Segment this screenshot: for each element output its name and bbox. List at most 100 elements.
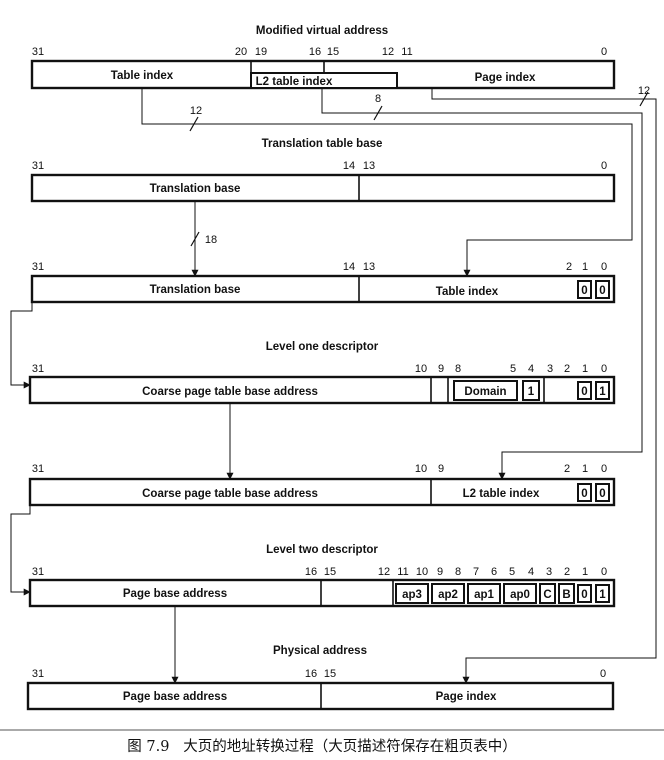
phys-bit-16: 16 [305, 668, 317, 680]
l2addr-bit0-value: 0 [599, 488, 605, 500]
l2desc-ap1-cell [467, 583, 501, 604]
l2addr-bit-9: 9 [438, 463, 444, 475]
l1desc-bit-31: 31 [32, 363, 44, 375]
l1addr-bit-1: 1 [582, 261, 588, 273]
l1desc-bit1-cell [577, 381, 592, 400]
l1desc-bit1-value: 0 [581, 386, 587, 398]
l2addr-bit-31: 31 [32, 463, 44, 475]
figure-caption: 图 7.9 大页的地址转换过程（大页描述符保存在粗页表中） [127, 738, 517, 755]
mva-bit-19: 19 [255, 46, 267, 58]
l2desc-bit-12: 12 [378, 566, 390, 578]
ttb-bit-0: 0 [601, 160, 607, 172]
l2desc-bit-6: 6 [491, 566, 497, 578]
ttb-title: Translation table base [262, 138, 383, 150]
wire-l1-fetch [10, 302, 33, 389]
l1addr-register [30, 274, 616, 304]
l2desc-bit1-cell [577, 584, 592, 603]
l1desc-bit-9: 9 [438, 363, 444, 375]
mva-table-index: Table index [111, 70, 174, 82]
l2desc-bit-31: 31 [32, 566, 44, 578]
l2desc-bit-15: 15 [324, 566, 336, 578]
l1addr-bit0-cell [595, 280, 610, 299]
wire-table-index [141, 88, 633, 277]
l2addr-bit-0: 0 [601, 463, 607, 475]
l1addr-bit0-value: 0 [599, 285, 605, 297]
ttb-translation-base: Translation base [150, 183, 241, 195]
l2desc-bit-9: 9 [437, 566, 443, 578]
mva-l2-table-index: L2 table index [256, 76, 333, 88]
l2desc-bit1-value: 0 [581, 589, 587, 601]
l1desc-bit-8: 8 [455, 363, 461, 375]
phys-page-index: Page index [436, 691, 497, 703]
l1addr-bit-31: 31 [32, 261, 44, 273]
l2desc-b: B [562, 589, 570, 601]
mva-page-index: Page index [475, 72, 536, 84]
phys-bit-0: 0 [600, 668, 606, 680]
l1desc-bit4-cell [522, 380, 540, 401]
l2addr-bit-1: 1 [582, 463, 588, 475]
physical-address-row: Physical address 31 16 15 0 Page base ad… [26, 645, 615, 711]
level-one-descriptor-row: Level one descriptor 31 10 9 8 5 4 3 2 1… [28, 341, 616, 405]
l1desc-coarse-base: Coarse page table base address [142, 386, 318, 398]
l1addr-bit-14: 14 [343, 261, 355, 273]
table-index-width-mark [189, 116, 199, 132]
l1desc-bit-10: 10 [415, 363, 427, 375]
l2addr-bit1-cell [577, 483, 592, 502]
l2-index-width: 8 [375, 93, 381, 105]
l2addr-coarse-base: Coarse page table base address [142, 488, 318, 500]
mva-bit-16: 16 [309, 46, 321, 58]
l1desc-domain-cell [453, 380, 518, 401]
l2desc-bit-8: 8 [455, 566, 461, 578]
l2addr-bit0-cell [595, 483, 610, 502]
l2desc-bit-3: 3 [546, 566, 552, 578]
mva-bit-15: 15 [327, 46, 339, 58]
l1addr-translation-base: Translation base [150, 284, 241, 296]
l1addr-table-index: Table index [436, 286, 499, 298]
page-index-width-mark [639, 91, 649, 107]
level-two-descriptor-row: Level two descriptor 31 16 15 12 11 10 9… [28, 544, 616, 608]
l2desc-bit-0: 0 [601, 566, 607, 578]
l2addr-bit1-value: 0 [581, 488, 587, 500]
l2desc-bit-16: 16 [305, 566, 317, 578]
phys-page-base: Page base address [123, 691, 227, 703]
l2desc-ap3: ap3 [402, 589, 422, 601]
l1addr-bit1-value: 0 [581, 285, 587, 297]
l2desc-ap0-cell [503, 583, 537, 604]
mva-bit-12: 12 [382, 46, 394, 58]
l2desc-page-base: Page base address [123, 588, 227, 600]
l2desc-bit-11: 11 [397, 566, 408, 578]
l1desc-bit-1: 1 [582, 363, 588, 375]
l1desc-bit0-value: 1 [599, 386, 606, 398]
wire-l2-table-index [321, 88, 643, 480]
l2addr-register [28, 477, 616, 507]
table-index-width: 12 [190, 105, 202, 117]
mva-title: Modified virtual address [256, 25, 388, 37]
l2desc-bit-10: 10 [416, 566, 428, 578]
phys-bit-31: 31 [32, 668, 44, 680]
l2desc-ap2: ap2 [438, 589, 458, 601]
wire-l2-fetch [10, 505, 31, 596]
ttb-register [30, 173, 616, 203]
ttb-bit-13: 13 [363, 160, 375, 172]
l1addr-bit-0: 0 [601, 261, 607, 273]
l1desc-bit-5: 5 [510, 363, 516, 375]
translation-table-base-row: Translation table base 31 14 13 0 Transl… [30, 138, 616, 203]
ttb-bit-31: 31 [32, 160, 44, 172]
l2desc-title: Level two descriptor [266, 544, 378, 556]
l1desc-title: Level one descriptor [266, 341, 379, 353]
phys-title: Physical address [273, 645, 367, 657]
l1desc-domain: Domain [464, 386, 506, 398]
l1addr-bit-13: 13 [363, 261, 375, 273]
mva-bit-31: 31 [32, 46, 44, 58]
l2-descriptor-address-row: 31 10 9 2 1 0 Coarse page table base add… [28, 463, 616, 507]
l2desc-bit0-value: 1 [599, 589, 606, 601]
l2desc-b-cell [558, 583, 575, 604]
l2addr-bit-2: 2 [564, 463, 570, 475]
l2desc-bit-5: 5 [509, 566, 515, 578]
l2desc-bit-2: 2 [564, 566, 570, 578]
modified-virtual-address-row: Modified virtual address 31 20 19 16 15 … [30, 25, 616, 90]
page-index-width: 12 [638, 85, 650, 97]
phys-bit-15: 15 [324, 668, 336, 680]
l1desc-bit-4: 4 [528, 363, 534, 375]
